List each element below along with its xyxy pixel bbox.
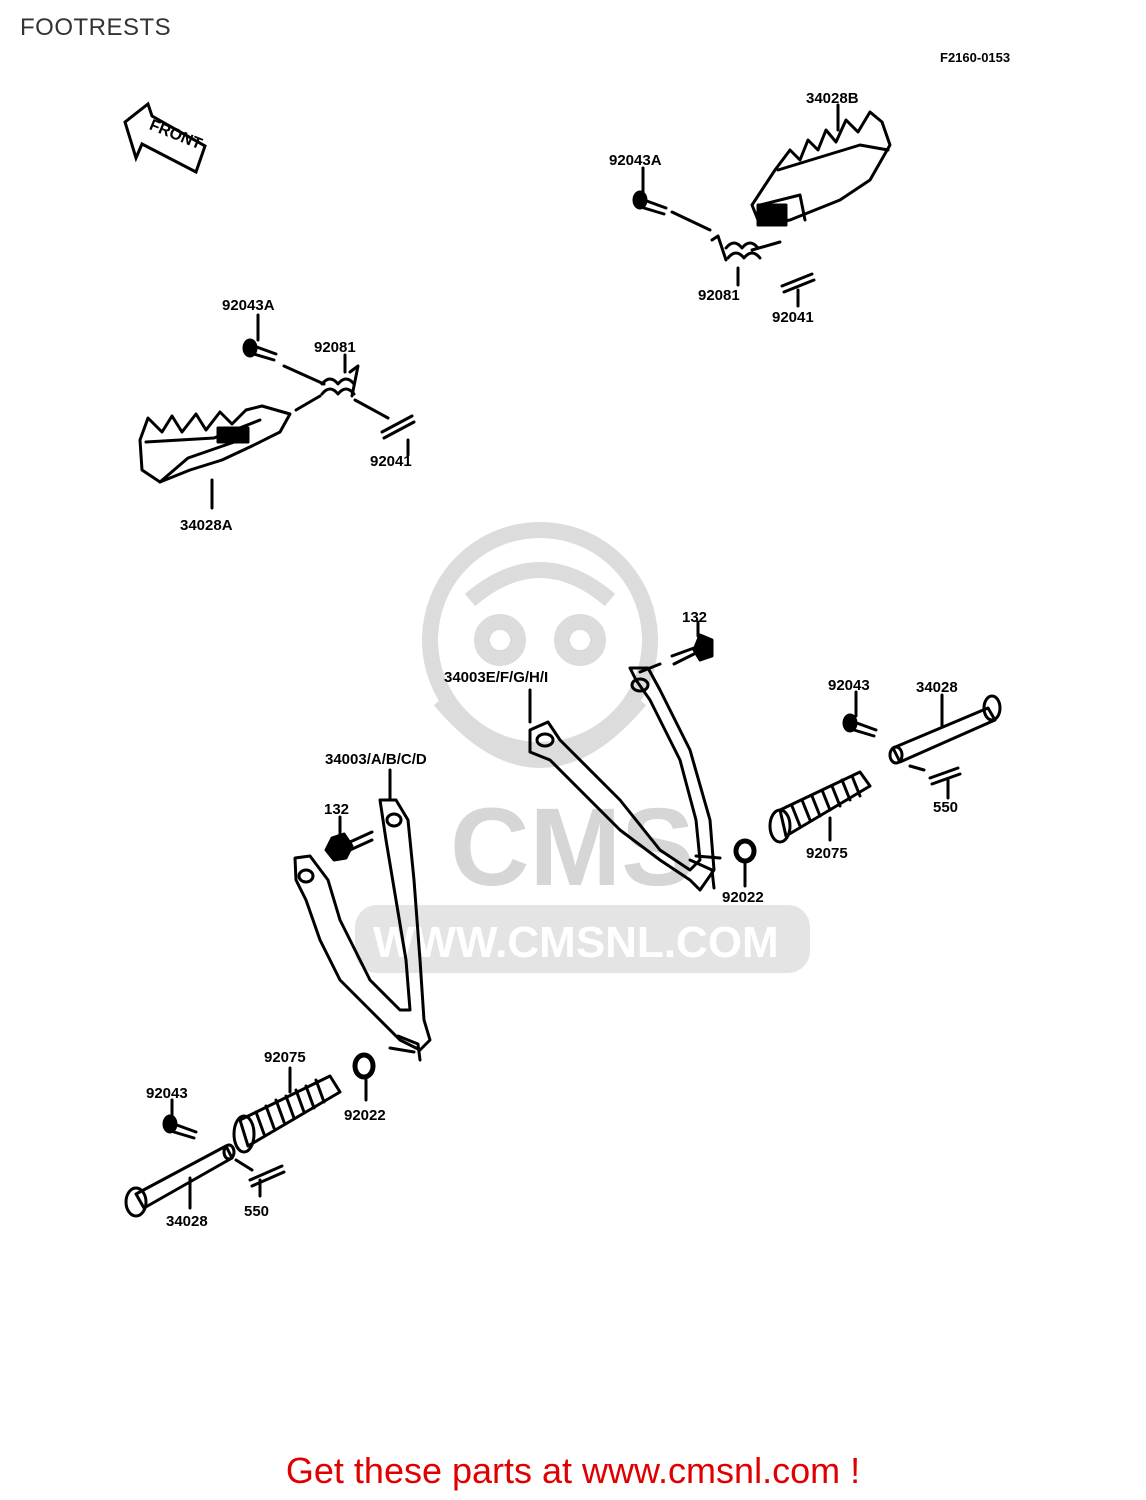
label-92043A-top: 92043A <box>609 152 662 169</box>
label-550-left: 550 <box>244 1203 269 1220</box>
label-92081-top: 92081 <box>698 287 740 304</box>
cms-watermark: CMS WWW.CMSNL.COM <box>355 522 810 973</box>
label-34028B: 34028B <box>806 90 859 107</box>
footpeg-34028B <box>750 110 892 227</box>
cotter-pin-550-right <box>928 766 962 786</box>
spring-92081-left <box>294 364 360 412</box>
bolt-92043A-top <box>632 190 668 216</box>
footpeg-34028A <box>138 404 292 484</box>
cotter-pin-92041-top <box>780 272 816 294</box>
label-92075-right: 92075 <box>806 845 848 862</box>
pin-34028-left <box>124 1143 236 1218</box>
front-arrow: FRONT <box>123 101 207 175</box>
cmsnl-parts-link[interactable]: Get these parts at www.cmsnl.com ! <box>285 1450 861 1491</box>
bolt-132-right <box>670 633 714 666</box>
watermark-url: WWW.CMSNL.COM <box>373 918 779 967</box>
label-92043-right: 92043 <box>828 677 870 694</box>
label-92041-top: 92041 <box>772 309 814 326</box>
parts-diagram: CMS WWW.CMSNL.COM FRONT <box>123 90 1002 1230</box>
page-title: FOOTRESTS <box>20 14 172 41</box>
label-34028-right: 34028 <box>916 679 958 696</box>
label-550-right: 550 <box>933 799 958 816</box>
label-132-right: 132 <box>682 609 707 626</box>
label-92022-right: 92022 <box>722 889 764 906</box>
bolt-132-left <box>324 830 374 862</box>
bolt-92043-left <box>162 1114 198 1140</box>
watermark-url-band <box>355 905 810 973</box>
label-132-left: 132 <box>324 801 349 818</box>
cotter-pin-550-left <box>248 1164 286 1188</box>
washer-92022-right <box>733 838 757 864</box>
bracket-34003ABCD <box>293 798 432 1062</box>
rubber-92075-right <box>768 770 872 844</box>
label-92043-left: 92043 <box>146 1085 188 1102</box>
label-34028A: 34028A <box>180 517 233 534</box>
label-92075-left: 92075 <box>264 1049 306 1066</box>
washer-92022-left <box>352 1052 376 1080</box>
cotter-pin-92041-left <box>380 414 416 440</box>
spring-92081-top <box>710 234 782 262</box>
label-34003ABCD: 34003/A/B/C/D <box>325 751 427 768</box>
label-92041-left: 92041 <box>370 453 412 470</box>
bolt-92043-right <box>842 713 878 738</box>
label-92022-left: 92022 <box>344 1107 386 1124</box>
bolt-92043A-left <box>242 338 278 362</box>
pin-34028-right <box>888 694 1002 765</box>
label-92081-left: 92081 <box>314 339 356 356</box>
front-arrow-icon <box>123 101 207 175</box>
watermark-brand: CMS <box>450 786 694 909</box>
label-92043A-left: 92043A <box>222 297 275 314</box>
rubber-92075-left <box>232 1074 342 1154</box>
label-34003EFGHI: 34003E/F/G/H/I <box>444 669 548 686</box>
label-34028-left: 34028 <box>166 1213 208 1230</box>
diagram-code: F2160-0153 <box>940 50 1011 65</box>
watermark-mascot <box>422 522 658 768</box>
